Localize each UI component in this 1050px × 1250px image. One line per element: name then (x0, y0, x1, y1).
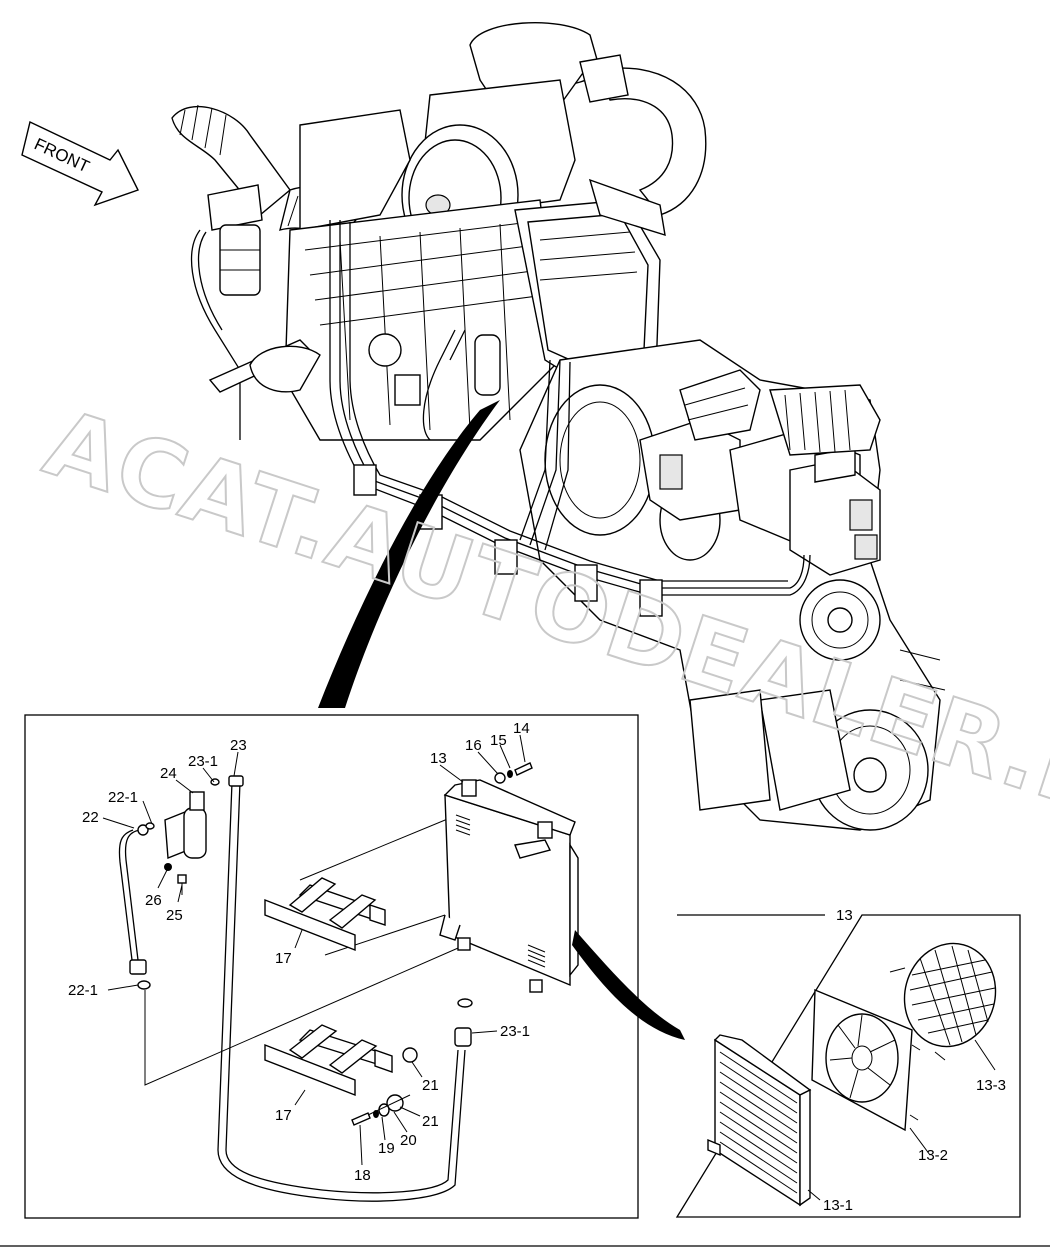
callout-24: 24 (160, 765, 177, 782)
callout-22-1-bottom: 22-1 (68, 982, 98, 999)
callout-14: 14 (513, 720, 530, 737)
callout-25: 25 (166, 907, 183, 924)
callout-23: 23 (230, 737, 247, 754)
callout-23-1-bottom: 23-1 (500, 1023, 530, 1040)
callout-21-a: 21 (422, 1077, 439, 1094)
callout-21-b: 21 (422, 1113, 439, 1130)
detail-box-main: 14 15 16 13 23 23-1 24 22-1 22 26 25 17 … (24, 714, 685, 1219)
callout-20: 20 (400, 1132, 417, 1149)
detail-13-title: 13 (836, 907, 853, 924)
hose-23 (217, 781, 466, 1202)
condenser-core-13-1 (707, 1034, 812, 1207)
callout-13-1: 13-1 (823, 1197, 853, 1214)
callout-18: 18 (354, 1167, 371, 1184)
callout-26: 26 (145, 892, 162, 909)
fan-guard-13-3 (889, 942, 997, 1061)
callout-23-1-top: 23-1 (188, 753, 218, 770)
condenser-13 (439, 779, 579, 993)
hose-22 (124, 829, 141, 961)
callout-16: 16 (465, 737, 482, 754)
bracket-17-upper (264, 877, 386, 952)
callout-17-bottom: 17 (275, 1107, 292, 1124)
front-direction-arrow: FRONT (21, 120, 139, 207)
callout-22: 22 (82, 809, 99, 826)
receiver-drier (164, 791, 207, 895)
callout-13-2: 13-2 (918, 1147, 948, 1164)
bracket-17-lower (264, 1024, 393, 1097)
callout-22-1-top: 22-1 (108, 789, 138, 806)
callout-15: 15 (490, 732, 507, 749)
callout-19: 19 (378, 1140, 395, 1157)
callout-17-top: 17 (275, 950, 292, 967)
fan-shroud-13-2 (811, 988, 921, 1132)
callout-13-3: 13-3 (976, 1077, 1006, 1094)
detail-frame (24, 714, 639, 1219)
engine-assembly (171, 21, 946, 831)
callout-13: 13 (430, 750, 447, 767)
detail-box-13: 13 13-1 13-2 13-3 (675, 907, 1021, 1218)
